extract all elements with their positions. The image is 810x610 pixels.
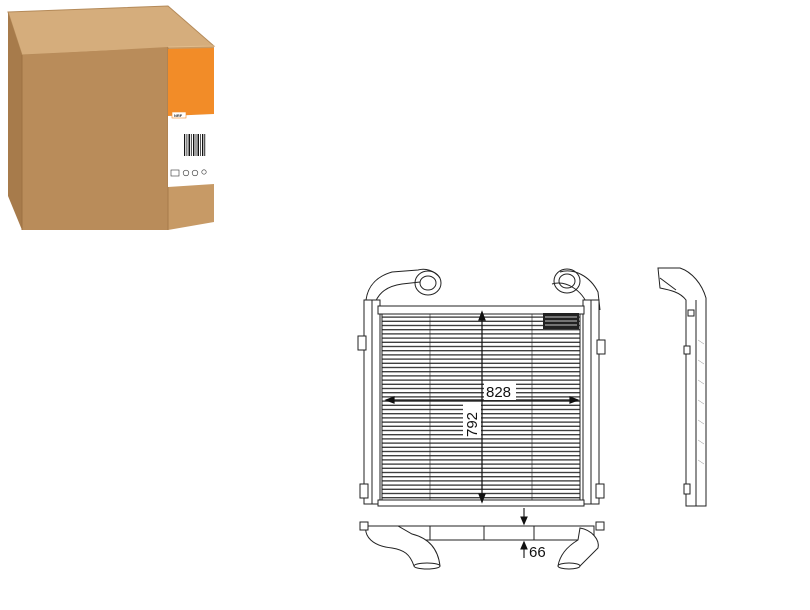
nrf-logo: NRF	[171, 111, 187, 119]
cardboard-box: NRF	[7, 5, 216, 230]
dimension-lines	[384, 310, 580, 504]
depth-dimension-label: 66	[529, 544, 546, 561]
svg-text:NRF: NRF	[174, 113, 183, 118]
depth-dimension	[520, 508, 528, 558]
barcode-icon	[183, 133, 207, 157]
radiator-top-view	[359, 521, 605, 570]
box-label-orange	[168, 48, 214, 116]
height-dimension-label: 792	[464, 412, 481, 437]
radiator-front-view	[357, 268, 606, 507]
width-dimension-label: 828	[486, 384, 511, 401]
certification-icons	[170, 169, 207, 177]
box-left-face	[8, 12, 22, 230]
radiator-side-view	[657, 267, 707, 507]
box-front-face	[22, 47, 168, 230]
